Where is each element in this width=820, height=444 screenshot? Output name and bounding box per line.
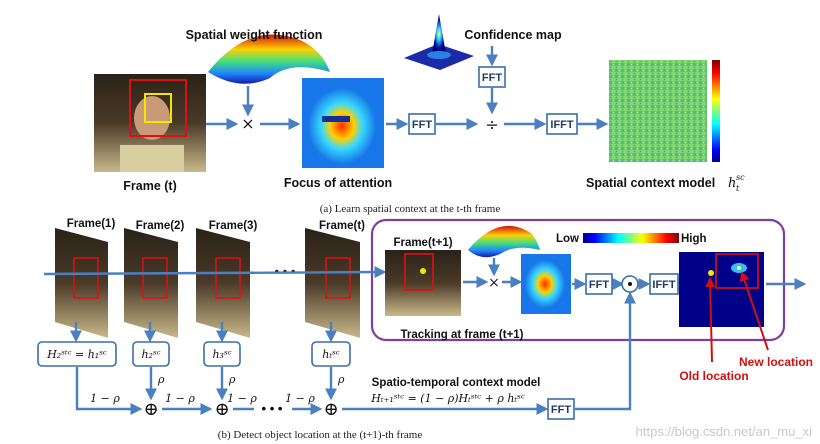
svg-text:sc: sc [736, 173, 745, 182]
svg-text:Spatial context model: Spatial context model [586, 176, 715, 190]
fft-box-d [547, 398, 575, 420]
rho-label-3: ρ [337, 373, 345, 386]
frame-1-image [55, 228, 108, 338]
rho-label-1: ρ [157, 373, 165, 386]
spatial-weight-function-label: Spatial weight function [186, 28, 323, 42]
tracking-label: Tracking at frame (t+1) [400, 329, 523, 341]
fft-box-d-label: FFT [551, 404, 571, 416]
spatial-context-model-label: Spatial context model h t sc [586, 173, 745, 193]
oplus-node-1: ⊕ [143, 399, 158, 420]
old-location-label: Old location [679, 369, 748, 383]
ifft-box-b [649, 273, 679, 295]
low-high-colorbar [583, 233, 679, 243]
rho-label-2: ρ [228, 373, 236, 386]
watermark: https://blog.csdn.net/an_mu_xi [636, 424, 812, 439]
frame-t-stack-label: Frame(t) [319, 220, 365, 232]
stc-model-title: Spatio-temporal context model [372, 377, 541, 389]
svg-text:h: h [728, 176, 736, 191]
times-symbol-b: × [488, 275, 500, 291]
box-h3-sc [203, 341, 241, 367]
box-h2-sc [132, 341, 170, 367]
tracking-weight-surface [468, 225, 540, 258]
fft-box-a-label: FFT [412, 119, 432, 131]
oplus-node-3: ⊕ [323, 399, 338, 420]
low-label: Low [556, 233, 579, 245]
fft-box-b [478, 66, 506, 88]
times-symbol: × [241, 114, 254, 133]
frame-1-label: Frame(1) [67, 218, 116, 230]
oplus-node-2: ⊕ [214, 399, 229, 420]
arrow-fft-to-odot-up [575, 291, 636, 411]
one-minus-rho-3: 1 − ρ [227, 392, 257, 405]
box-h3-sc-text: h₃ˢᶜ [212, 348, 231, 361]
confidence-map-label: Confidence map [464, 28, 562, 42]
focus-of-attention-label: Focus of attention [284, 176, 392, 190]
confidence-result-map [679, 252, 764, 327]
fft-box-b-label: FFT [482, 72, 502, 84]
frame-3-label: Frame(3) [209, 220, 258, 232]
caption-b: (b) Detect object location at the (t+1)-… [218, 429, 423, 441]
new-location-arrow [739, 271, 769, 351]
ifft-box-a-label: IFFT [550, 119, 573, 131]
spatial-weight-surface [208, 34, 330, 84]
fft-box-a [408, 113, 436, 135]
frame-3-image [196, 228, 250, 338]
ifft-box-a [546, 113, 578, 135]
new-location-label: New location [739, 355, 813, 369]
frame-t1-image [385, 250, 461, 316]
bottom-ellipsis: • • • [262, 401, 283, 416]
box-h2-stc [37, 341, 117, 367]
arrow-h2stc-to-oplus1 [75, 367, 143, 415]
focus-of-attention-image [302, 78, 384, 168]
box-ht-sc-text: hₜˢᶜ [322, 348, 340, 361]
frame-t-stack-image [305, 228, 360, 338]
svg-text:t: t [736, 184, 740, 193]
colorbar [712, 60, 720, 162]
old-location-arrow [705, 277, 716, 363]
arrow-frames-to-tracking [43, 266, 387, 279]
fft-box-c-label: FFT [589, 279, 609, 291]
confidence-map-surface [404, 14, 474, 70]
fft-box-c [585, 273, 613, 295]
divide-symbol: ÷ [485, 115, 498, 134]
tracking-frame-panel [370, 218, 786, 342]
one-minus-rho-2: 1 − ρ [165, 392, 195, 405]
one-minus-rho-1: 1 − ρ [90, 392, 120, 405]
frame-t1-label: Frame(t+1) [393, 237, 452, 249]
stc-model-equation: Hₜ₊₁ˢᵗᶜ = (1 − ρ)Hₜˢᵗᶜ + ρ hₜˢᶜ [370, 392, 525, 405]
one-minus-rho-4: 1 − ρ [285, 392, 315, 405]
frame-2-image [124, 228, 178, 338]
frame-t-label: Frame (t) [123, 179, 176, 193]
odot-dot [628, 282, 632, 286]
focus-of-attention-image-b [521, 254, 571, 314]
frame-t-image [94, 74, 206, 172]
box-h2-sc-text: h₂ˢᶜ [141, 348, 160, 361]
box-ht-sc [311, 341, 351, 367]
box-h2-stc-text: H₂ˢᵗᶜ = h₁ˢᶜ [46, 348, 107, 361]
caption-a: (a) Learn spatial context at the t-th fr… [320, 203, 501, 215]
ifft-box-b-label: IFFT [652, 279, 675, 291]
high-label: High [681, 233, 707, 245]
spatial-context-heatmap [609, 60, 720, 162]
frame-2-label: Frame(2) [136, 220, 185, 232]
